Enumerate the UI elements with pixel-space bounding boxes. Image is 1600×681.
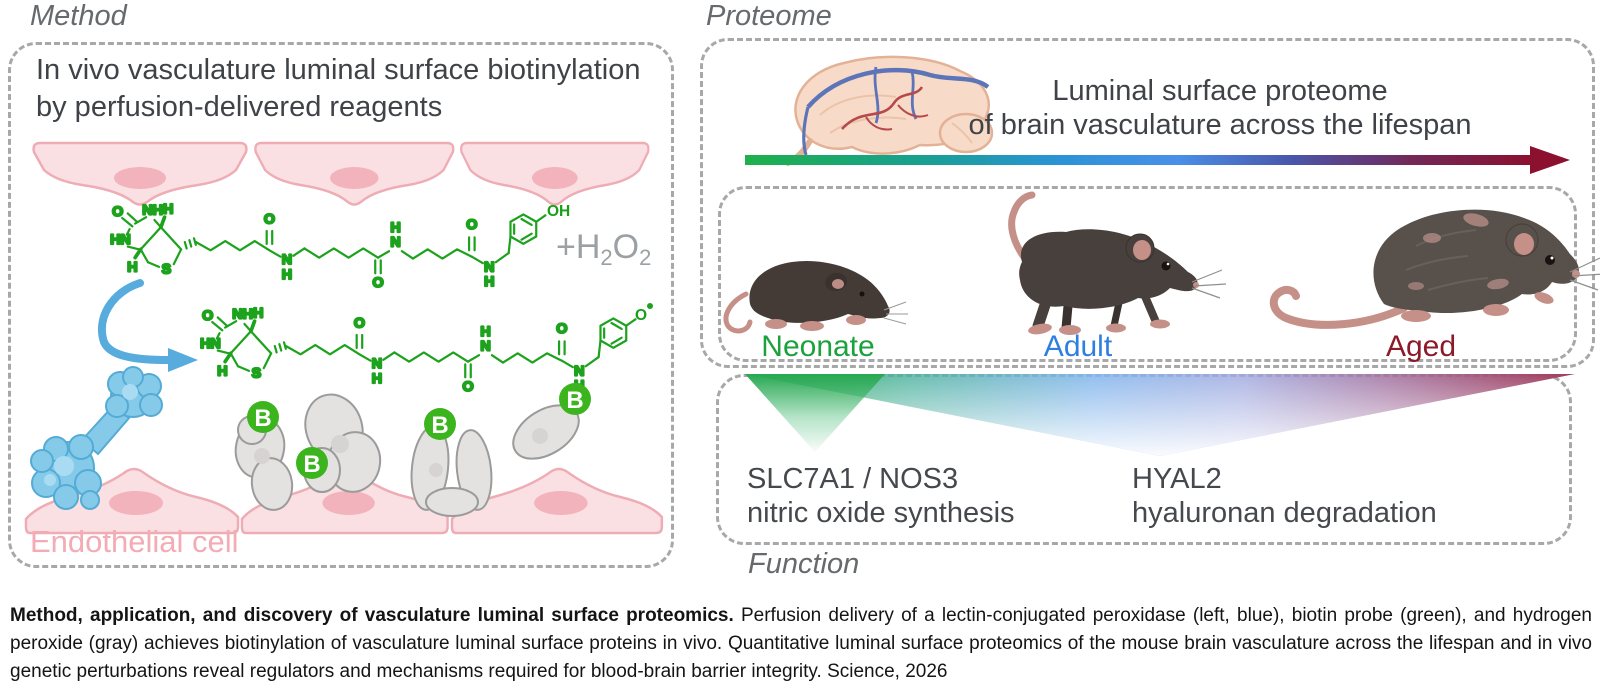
proteome-panel-box xyxy=(700,38,1595,368)
method-heading-line2: by perfusion-delivered reagents xyxy=(36,91,443,123)
atom-radical-o: O xyxy=(635,307,647,324)
lectin-peroxidase-blob xyxy=(30,366,163,510)
surface-proteins xyxy=(234,393,580,517)
function-genes: HYAL2 xyxy=(1132,463,1222,495)
mice-illustration xyxy=(723,191,1600,335)
endothelial-cell-label: Endothelial cell xyxy=(30,524,239,559)
mouse-label-neonate: Neonate xyxy=(761,330,875,363)
biotin-badges: B B B B xyxy=(247,383,591,479)
hydrogen-peroxide-label: +H2O2 xyxy=(556,228,651,270)
protein-1 xyxy=(234,415,294,511)
protein-3 xyxy=(410,425,493,517)
radical-dot xyxy=(647,303,653,309)
method-panel-label: Method xyxy=(30,0,127,32)
svg-text:B: B xyxy=(566,387,583,414)
lifespan-gradient-arrow xyxy=(745,146,1570,174)
function-panel-label: Function xyxy=(748,548,860,580)
figure-caption: Method, application, and discovery of va… xyxy=(10,602,1592,681)
proteome-panel-label: Proteome xyxy=(706,0,832,32)
svg-text:B: B xyxy=(303,451,320,478)
h2o2-sub: 2 xyxy=(639,245,651,270)
lifespan-heading-line2: of brain vasculature across the lifespan xyxy=(968,109,1472,141)
protein-2 xyxy=(303,393,382,493)
neonate-mouse xyxy=(723,260,908,334)
function-genes: SLC7A1 / NOS3 xyxy=(747,463,959,495)
caption-bold-title: Method, application, and discovery of va… xyxy=(10,605,734,626)
reaction-arrow-icon xyxy=(97,279,198,372)
biotin-phenoxyl-radical-structure: O xyxy=(198,303,653,397)
biotin-badge: B xyxy=(247,401,279,433)
biotin-badge: B xyxy=(559,383,591,415)
method-heading-line1: In vivo vasculature luminal surface biot… xyxy=(36,54,641,86)
method-illustration: O NH H HN H S O N H O N H O N H xyxy=(24,141,664,535)
h2o2-part: +H xyxy=(556,228,600,266)
function-process: nitric oxide synthesis xyxy=(747,497,1015,529)
brain-blue-vessel xyxy=(802,66,990,156)
function-item-hyal2: HYAL2 hyaluronan degradation xyxy=(1132,462,1437,530)
biotin-badge: B xyxy=(424,408,456,440)
adult-mouse xyxy=(1008,191,1227,335)
svg-text:B: B xyxy=(431,412,448,439)
endothelial-cells-top xyxy=(32,141,650,206)
biotin-phenol-structure: OH xyxy=(108,199,570,293)
mouse-label-adult: Adult xyxy=(1043,330,1113,363)
lifespan-heading: Luminal surface proteome of brain vascul… xyxy=(955,74,1485,142)
h2o2-sub: 2 xyxy=(600,245,612,270)
biotin-badge: B xyxy=(296,447,328,479)
function-process: hyaluronan degradation xyxy=(1132,497,1437,529)
lifespan-heading-line1: Luminal surface proteome xyxy=(1052,75,1388,107)
mouse-label-aged: Aged xyxy=(1385,330,1457,363)
brain-red-vessel xyxy=(841,86,929,131)
aged-mouse xyxy=(1269,209,1600,329)
brain-vasculature-illustration xyxy=(785,55,994,166)
method-heading: In vivo vasculature luminal surface biot… xyxy=(36,52,640,126)
atom-oh: OH xyxy=(547,203,570,220)
function-item-nos3: SLC7A1 / NOS3 nitric oxide synthesis xyxy=(747,462,1015,530)
svg-text:B: B xyxy=(254,405,271,432)
caption-body: Perfusion delivery of a lectin-conjugate… xyxy=(10,605,1592,681)
method-panel-box xyxy=(8,42,674,568)
h2o2-part: O xyxy=(613,228,639,266)
